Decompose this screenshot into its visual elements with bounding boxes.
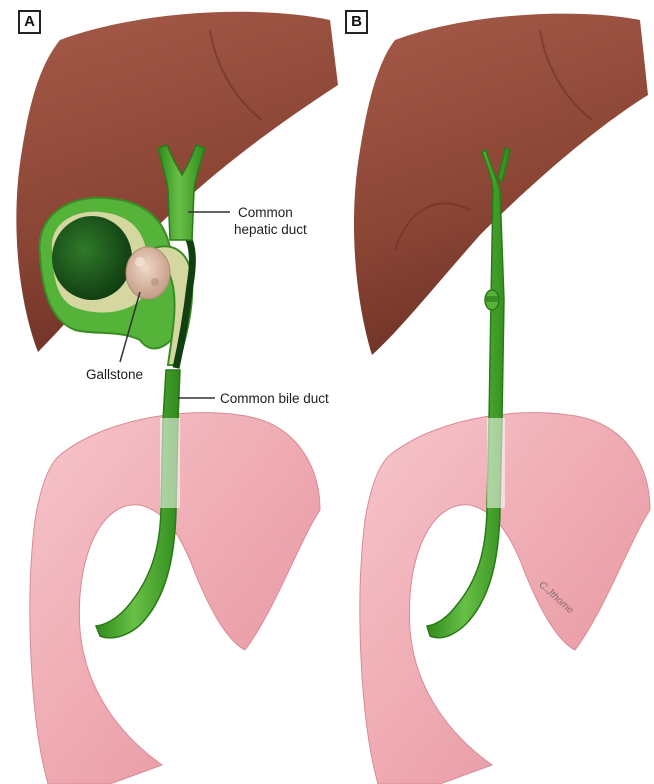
common-hepatic-duct-label-line2: hepatic duct [234,221,307,238]
common-bile-duct-label: Common bile duct [220,390,329,407]
gallstone [126,247,170,299]
panel-label-a: A [18,10,41,34]
gallstone-label: Gallstone [86,366,143,383]
gallbladder-lumen [52,216,132,300]
common-hepatic-duct-label: Common hepatic duct [234,204,307,238]
common-hepatic-duct-label-line1: Common [234,204,307,221]
panel-b [354,14,650,784]
panel-label-b: B [345,10,368,34]
